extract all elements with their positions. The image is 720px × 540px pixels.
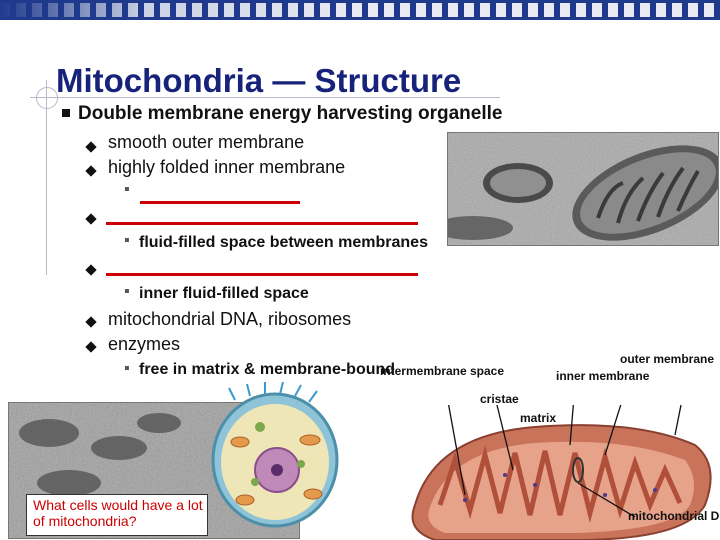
diamond-bullet-icon [85,141,97,153]
sub-bullet-icon: ▪ [124,181,130,198]
decorative-vertical-line [46,80,47,275]
label-outer-membrane: outer membrane [620,352,715,366]
diamond-bullet-icon [85,165,97,177]
fill-in-blank-cristae [140,201,300,204]
decorative-horizontal-line [30,97,500,98]
mitochondrion-cutaway-illustration [411,405,712,540]
diamond-bullet-icon [85,264,97,276]
label-intermembrane-space: intermembrane space [379,364,505,378]
main-point: Double membrane energy harvesting organe… [78,103,503,124]
point-inner-fluid-space: inner fluid-filled space [139,285,309,302]
point-outer-membrane: smooth outer membrane [108,132,305,152]
label-matrix: matrix [520,411,557,425]
fill-in-blank-matrix [106,273,418,276]
question-box: What cells would have a lot of mitochond… [26,494,208,536]
sub-bullet-icon: ▪ [124,360,130,377]
square-bullet-icon [62,109,70,117]
sub-bullet-icon: ▪ [124,283,130,300]
diamond-bullet-icon [85,316,97,328]
slide-title: Mitochondria — Structure [56,62,462,99]
point-free-membrane-bound: free in matrix & membrane-bound [139,361,396,378]
diamond-bullet-icon [85,213,97,225]
label-mitochondrial-dna: mitochondrial DNA [628,509,720,523]
crosshair-icon [36,87,58,109]
sub-bullet-icon: ▪ [124,232,130,249]
fill-in-blank-intermembrane-space [106,222,418,225]
diamond-bullet-icon [85,341,97,353]
point-enzymes: enzymes [108,334,181,354]
animal-cell-illustration [211,382,339,528]
label-cristae: cristae [480,392,519,406]
point-inner-membrane: highly folded inner membrane [108,157,346,177]
label-inner-membrane: inner membrane [556,369,650,383]
electron-micrograph-mitochondrion [447,132,719,246]
header-bar [0,0,720,20]
point-fluid-space-between: fluid-filled space between membranes [139,234,428,251]
point-dna-ribosomes: mitochondrial DNA, ribosomes [108,309,352,329]
